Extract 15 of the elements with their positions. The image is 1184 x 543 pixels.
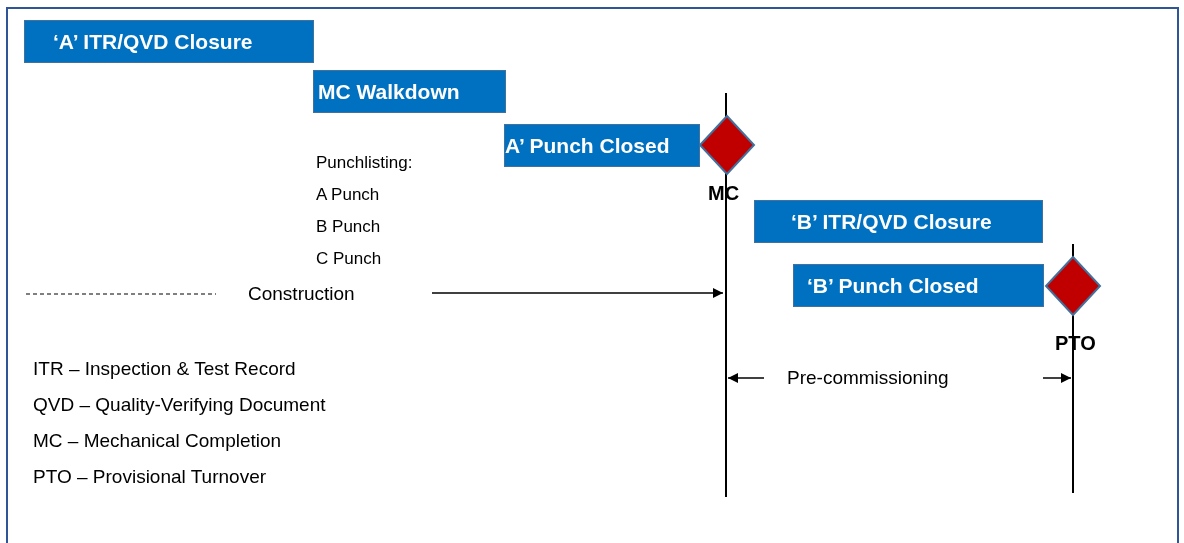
abbreviation-note: PTO – Provisional Turnover xyxy=(33,467,267,486)
punch-list-heading: Punchlisting: xyxy=(316,154,413,171)
abbreviation-note: MC – Mechanical Completion xyxy=(33,431,282,450)
phase-label: Construction xyxy=(248,284,355,303)
phase-bar: ‘B’ ITR/QVD Closure xyxy=(754,200,1043,243)
phase-label: Pre-commissioning xyxy=(787,368,949,387)
phase-bar: A’ Punch Closed xyxy=(504,124,700,167)
phase-bar: MC Walkdown xyxy=(313,70,506,113)
punch-list-item: A Punch xyxy=(316,186,380,203)
phase-bar: ‘B’ Punch Closed xyxy=(793,264,1044,307)
phase-bar: ‘A’ ITR/QVD Closure xyxy=(24,20,314,63)
punch-list-item: C Punch xyxy=(316,250,382,267)
punch-list-item: B Punch xyxy=(316,218,381,235)
abbreviation-note: QVD – Quality-Verifying Document xyxy=(33,395,326,414)
abbreviation-note: ITR – Inspection & Test Record xyxy=(33,359,296,378)
